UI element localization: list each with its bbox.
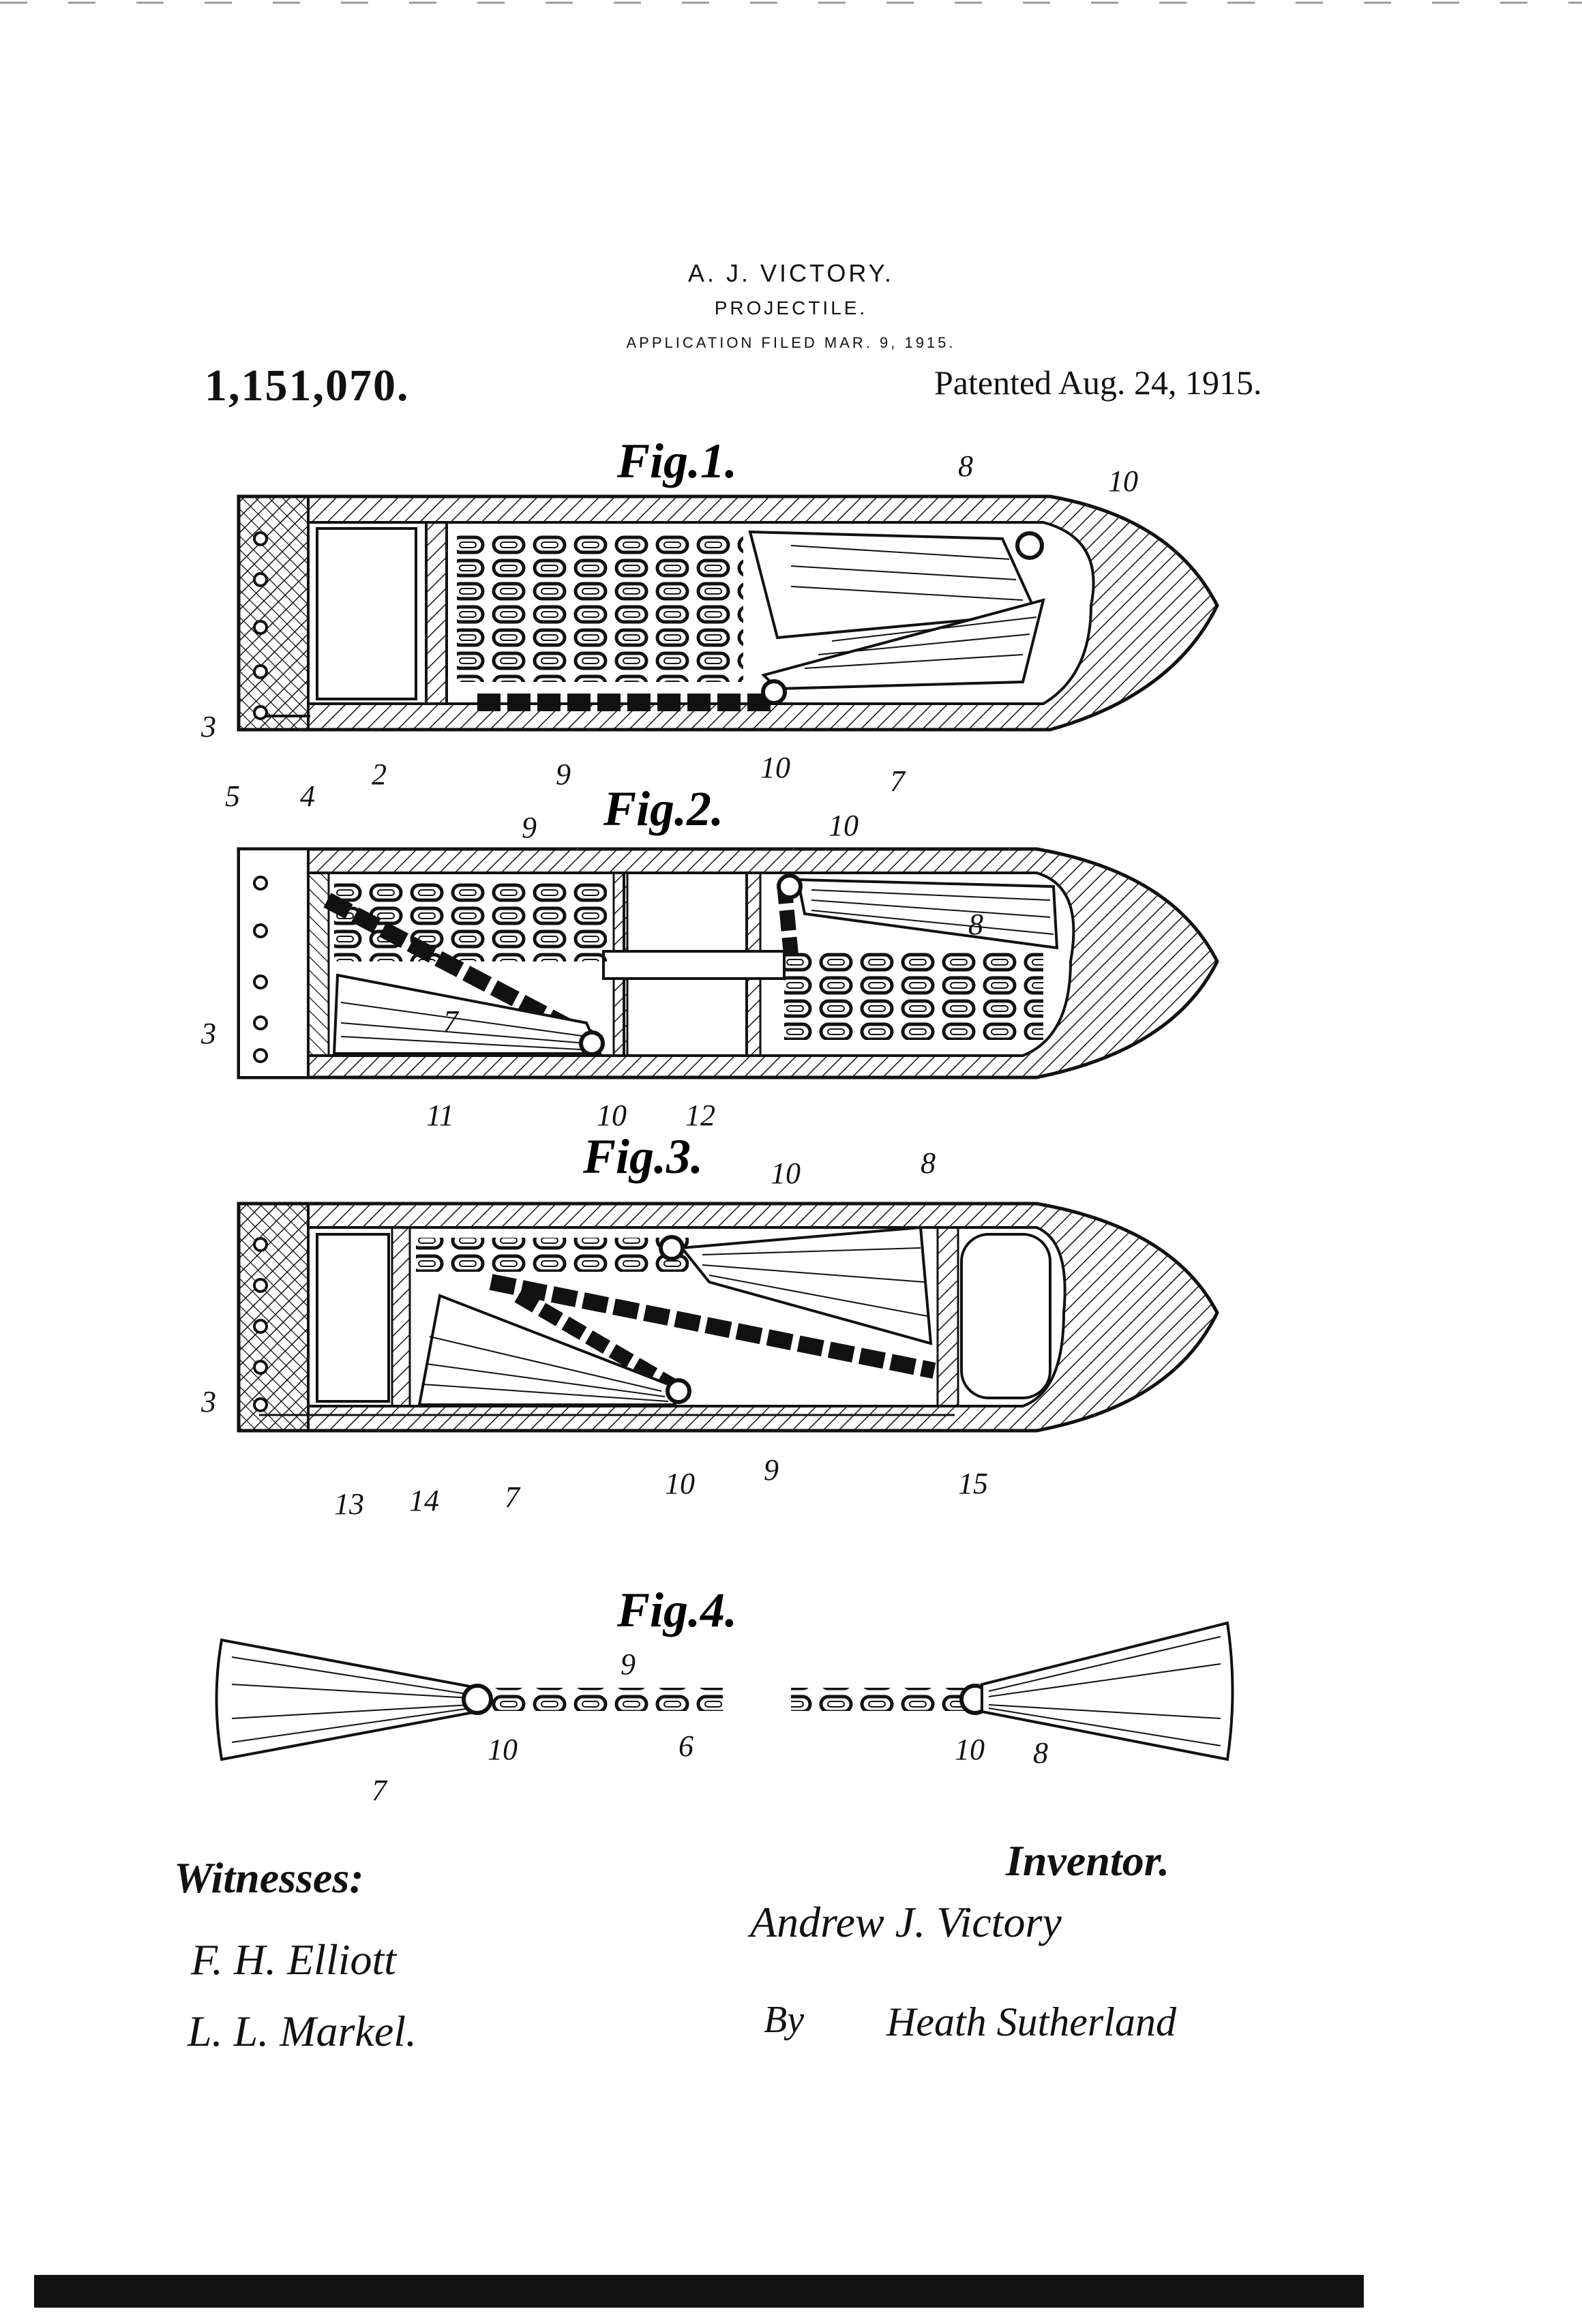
fig3-label-7: 7 xyxy=(505,1480,521,1514)
fig1-label-8: 8 xyxy=(958,449,973,483)
fig1-label-10a: 10 xyxy=(1108,464,1138,498)
fig1-label-4: 4 xyxy=(300,779,315,813)
fig4-weight-7 xyxy=(217,1640,478,1759)
by-label: By xyxy=(764,1999,804,2041)
fig4-label-10a: 10 xyxy=(488,1733,518,1766)
inventor-signature: Andrew J. Victory xyxy=(747,1898,1062,1946)
fig1-label-5: 5 xyxy=(225,779,240,813)
fig1-label-3: 3 xyxy=(200,710,216,743)
fig4-weight-8 xyxy=(982,1623,1233,1759)
fig1-label-2: 2 xyxy=(372,758,387,791)
fig4-title: Fig.4. xyxy=(616,1583,737,1637)
fig2-block-11 xyxy=(308,873,329,1056)
fig2-label-10b: 10 xyxy=(597,1099,627,1132)
fig4-label-10b: 10 xyxy=(955,1733,985,1766)
fig3-chain-top xyxy=(416,1238,689,1272)
fig4-label-8: 8 xyxy=(1033,1736,1048,1770)
fig4-chain-right xyxy=(791,1688,968,1711)
fig4-chain-left xyxy=(491,1688,723,1711)
witnesses-label: Witnesses: xyxy=(174,1853,364,1902)
bottom-scan-bar xyxy=(34,2275,1364,2308)
fig1-chamber xyxy=(317,528,416,699)
fig4-label-7: 7 xyxy=(372,1774,388,1807)
fig3-label-15: 15 xyxy=(958,1467,988,1500)
fig3-label-10b: 10 xyxy=(665,1467,695,1500)
attorney-signature: Heath Sutherland xyxy=(886,1999,1177,2044)
fig2-label-9: 9 xyxy=(522,811,537,844)
fig2-label-10a: 10 xyxy=(829,809,859,842)
fig3-label-13: 13 xyxy=(334,1487,364,1521)
fig4-label-6: 6 xyxy=(678,1729,693,1763)
fig2-base-block xyxy=(239,849,308,1077)
fig2-label-12: 12 xyxy=(685,1099,715,1132)
fig3-base-block xyxy=(239,1204,308,1431)
fig2-chain-right xyxy=(784,951,1043,1040)
witness-1-signature: F. H. Elliott xyxy=(190,1935,398,1984)
fig1-label-10b: 10 xyxy=(760,751,790,784)
fig2-label-3: 3 xyxy=(200,1017,216,1050)
fig1-title: Fig.1. xyxy=(616,434,737,488)
figure-2: Fig.2. xyxy=(200,781,1217,1132)
figure-3: Fig.3. xyxy=(200,1129,1217,1521)
fig3-label-3: 3 xyxy=(200,1385,216,1418)
fig3-label-9: 9 xyxy=(764,1453,779,1487)
fig3-nose-chamber-15 xyxy=(961,1234,1050,1398)
fig1-partition xyxy=(426,522,447,704)
fig1-base-block xyxy=(239,496,308,730)
figure-1: Fig.1. xyxy=(200,434,1217,813)
fig2-link-bar xyxy=(603,951,784,979)
fig1-chain-coil xyxy=(457,532,743,682)
inventor-label: Inventor. xyxy=(1005,1836,1169,1885)
fig4-label-9: 9 xyxy=(621,1648,636,1681)
fig2-label-11: 11 xyxy=(426,1099,454,1132)
signature-block: Witnesses: Inventor. F. H. Elliott L. L.… xyxy=(174,1836,1177,2055)
fig1-label-7: 7 xyxy=(890,764,906,798)
fig3-label-14: 14 xyxy=(409,1484,439,1517)
fig3-label-10a: 10 xyxy=(771,1157,801,1190)
figure-4: Fig.4. 9 7 10 6 10 8 xyxy=(217,1583,1233,1807)
fig2-title: Fig.2. xyxy=(603,781,723,836)
fig3-label-8: 8 xyxy=(921,1146,936,1180)
fig2-label-7: 7 xyxy=(443,1004,460,1038)
witness-2-signature: L. L. Markel. xyxy=(187,2007,417,2055)
fig1-label-9: 9 xyxy=(556,758,571,791)
fig3-chamber xyxy=(317,1234,389,1401)
fig3-title: Fig.3. xyxy=(582,1129,703,1184)
fig2-label-8: 8 xyxy=(968,908,983,941)
